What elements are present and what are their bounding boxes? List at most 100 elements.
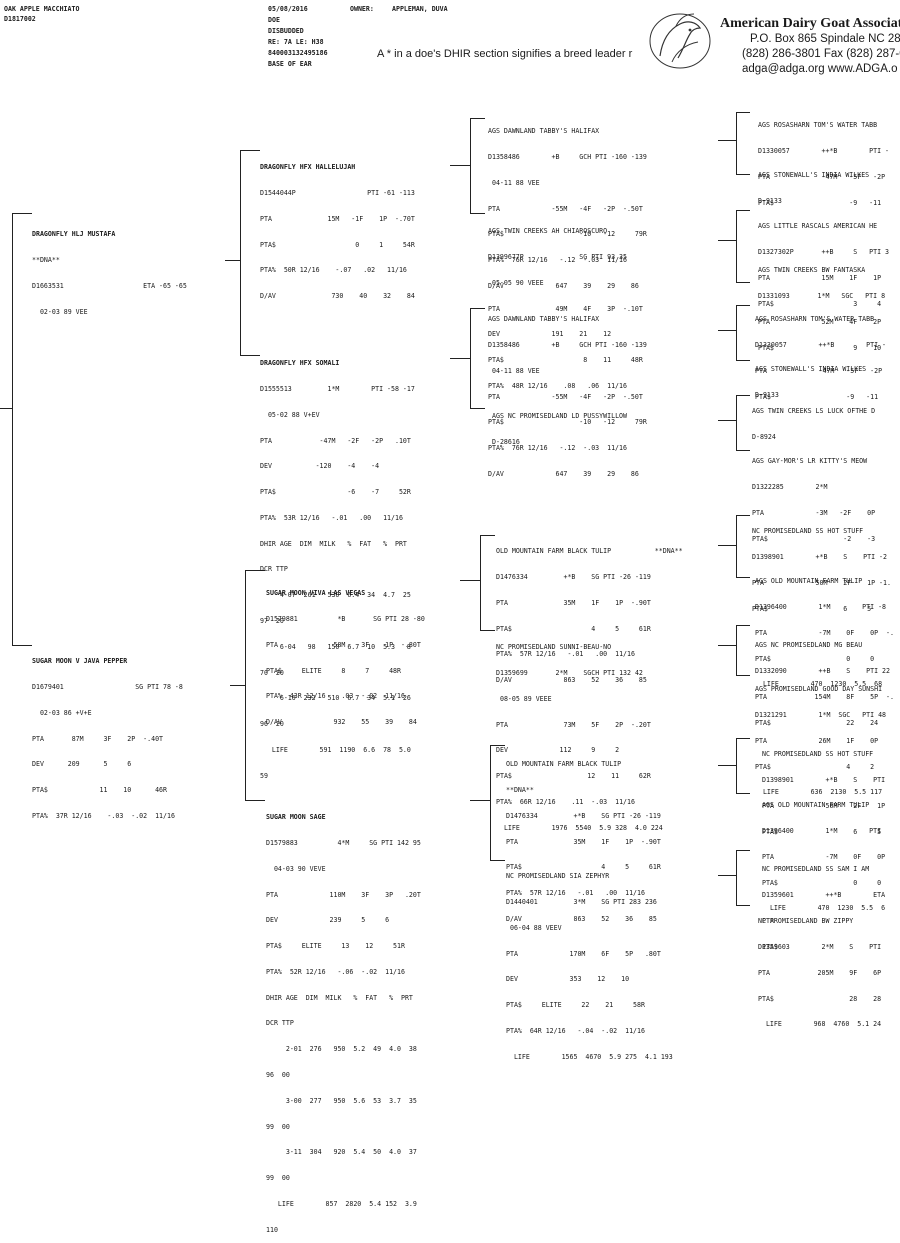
gen3-line: PTA% 64R 12/16 -.04 -.02 11/16 bbox=[506, 1026, 645, 1035]
gen4-block: AGS TWIN CREEKS LS LUCK OFTHE D D-8924 bbox=[752, 390, 875, 450]
dam-dam-line: PTA 110M 3F 3P .20T bbox=[266, 890, 421, 899]
gen3-line: **DNA** bbox=[506, 785, 534, 794]
gen3-line: 08-05 89 VEEE bbox=[496, 694, 552, 703]
gen4-line: D1331093 1*M SGC PTI 8 bbox=[758, 291, 886, 300]
gen3-name: OLD MOUNTAIN FARM BLACK TULIP **DNA** bbox=[496, 547, 683, 556]
gen4-block: AGS ROSASHARN TOM'S WATER TABB D1330057 … bbox=[758, 104, 889, 216]
sire-dam-line: 59 bbox=[260, 771, 268, 780]
gen3-line: D1399677P SG PTI 93 35 bbox=[488, 252, 627, 261]
owner-label: OWNER: bbox=[350, 5, 374, 13]
dam-sire-line: D1579881 *B SG PTI 28 -80 bbox=[266, 614, 425, 623]
gen4-line: PTA$ 28 28 bbox=[758, 994, 882, 1003]
gen3-line: PTA 170M 6F 5P .80T bbox=[506, 949, 661, 958]
gen4-line: D1359601 ++*B ETA bbox=[762, 890, 886, 899]
gen3-line: D1440401 3*M SG PTI 283 236 bbox=[506, 897, 657, 906]
dam-dam-line: 99 00 bbox=[266, 1174, 290, 1183]
sex: DOE bbox=[268, 16, 280, 24]
dam-line: D1679401 SG PTI 78 -8 bbox=[32, 682, 183, 691]
sire-sire-line: D/AV 730 40 32 84 bbox=[260, 292, 415, 301]
dam-sire-block: SUGAR MOON VIVA LAS VEGAS D1579881 *B SG… bbox=[266, 572, 425, 735]
dam-dam-line: 3-00 277 950 5.6 53 3.7 35 bbox=[266, 1096, 417, 1105]
sire-sire-line: D1544044P PTI -61 -113 bbox=[260, 188, 415, 197]
gen4-name: AGS ROSASHARN TOM'S WATER TABB bbox=[758, 121, 878, 130]
association-address: P.O. Box 865 Spindale NC 281 bbox=[750, 33, 900, 45]
gen3-line: 04-11 88 VEE bbox=[488, 366, 540, 375]
gen4-name: AGS PROMISEDLAND GOOD DAY SUNSHI bbox=[755, 685, 883, 694]
gen4-line: LIFE 636 2130 5.5 117 bbox=[755, 788, 883, 797]
gen4-line: PTA -3M -2F 0P bbox=[752, 508, 876, 517]
report-date: 05/08/2016 bbox=[268, 5, 308, 13]
gen3-line: PTA% 76R 12/16 -.12 -.03 11/16 bbox=[488, 256, 627, 265]
gen4-name: AGS STONEWALL'S INDIA WILKES bbox=[758, 171, 870, 180]
gen4-name: AGS ROSASHARN TOM'S WATER TABB bbox=[755, 315, 875, 324]
dam-dam-line: DHIR AGE DIM MILK % FAT % PRT bbox=[266, 993, 413, 1002]
sire-dam-line: DCR TTP bbox=[260, 565, 288, 574]
gen3-line: PTA$ -10 -12 79R bbox=[488, 230, 647, 239]
sire-dam-line: DEV -120 -4 -4 bbox=[260, 462, 380, 471]
dam-dam-name: SUGAR MOON SAGE bbox=[266, 813, 326, 822]
gen4-name: AGS TWIN CREEKS LS LUCK OFTHE D bbox=[752, 407, 876, 416]
gen3-line: D1358486 +B GCH PTI -160 -139 bbox=[488, 340, 647, 349]
sire-dam-line: 97 20 bbox=[260, 617, 284, 625]
gen3-line: DEV 191 21 12 bbox=[488, 330, 612, 339]
gen3-line: PTA$ 8 11 48R bbox=[488, 356, 643, 365]
sire-sire-name: DRAGONFLY HFX HALLELUJAH bbox=[260, 163, 356, 172]
gen3-line: PTA 49M 4F 3P -.10T bbox=[488, 304, 643, 313]
gen4-line: PTA$ 6 5 bbox=[762, 827, 882, 836]
gen3-line: 06-04 88 VEEV bbox=[506, 923, 562, 932]
gen4-line: PTA 26M 1F 0P bbox=[755, 736, 879, 745]
sire-dam-line: 6-04 98 150 6.7 10 5.3 8 bbox=[260, 642, 411, 651]
sire-dam-line: D1555513 1*M PTI -58 -17 bbox=[260, 384, 415, 393]
sire-dam-block: DRAGONFLY HFX SOMALI D1555513 1*M PTI -5… bbox=[260, 342, 415, 789]
gen4-line: D1398901 +*B S PTI -2 bbox=[752, 552, 887, 561]
gen4-line: D1359603 2*M S PTI bbox=[758, 942, 882, 951]
gen4-block: AGS PROMISEDLAND GOOD DAY SUNSHI D132129… bbox=[755, 668, 886, 806]
dam-dam-line: DCR TTP bbox=[266, 1019, 294, 1028]
gen3-line: DEV 112 9 2 bbox=[496, 746, 620, 755]
sire-name: DRAGONFLY HLJ MUSTAFA bbox=[32, 230, 116, 239]
gen4-block: NC PROMISEDLAND SS HOT STUFF D1398901 +*… bbox=[762, 733, 885, 845]
gen4-line: D-8924 bbox=[752, 432, 776, 441]
dam-dam-line: 110 bbox=[266, 1225, 278, 1234]
gen4-line: PTA$ 4 2 bbox=[755, 762, 875, 771]
gen4-block: AGS LITTLE RASCALS AMERICAN HE D1327302P… bbox=[758, 205, 889, 317]
gen4-line: PTA -47M -5F -2P bbox=[758, 172, 886, 181]
gen4-block: AGS STONEWALL'S INDIA WILKES D-9133 bbox=[758, 154, 869, 214]
dam-dam-line: PTA$ ELITE 13 12 51R bbox=[266, 942, 405, 951]
gen4-line: PTA$ 3 4 bbox=[758, 299, 882, 308]
microchip: 840003132495186 bbox=[268, 49, 328, 57]
dam-sire-line: D/AV 932 55 39 84 bbox=[266, 718, 417, 727]
gen4-line: PTA 15M 1F 1P bbox=[758, 273, 882, 282]
gen3-block: NC PROMISEDLAND SUNNI-BEAU-NO D1359699 2… bbox=[496, 626, 663, 841]
gen4-block: NC PROMISEDLAND BW ZIPPY D1359603 2*M S … bbox=[758, 900, 881, 1038]
gen4-line: PTA 50M 2F 1P bbox=[762, 801, 886, 810]
gen3-line: D1476334 +*B SG PTI -26 -119 bbox=[506, 811, 661, 820]
gen4-line: PTA$ -9 -11 bbox=[758, 198, 882, 207]
gen4-block: AGS TWIN CREEKS BW FANTASKA D1331093 1*M… bbox=[758, 249, 885, 361]
gen3-name: AGS TWIN CREEKS AH CHIAROSCURO bbox=[488, 227, 608, 236]
gen3-block: NC PROMISEDLAND SIA ZEPHYR D1440401 3*M … bbox=[506, 855, 673, 1070]
disbudded: DISBUDDED bbox=[268, 27, 304, 35]
gen3-line: LIFE 1565 4670 5.9 275 4.1 193 bbox=[506, 1052, 673, 1061]
gen3-block: AGS DAWNLAND TABBY'S HALIFAX D1358486 +B… bbox=[488, 298, 647, 487]
sire-sire-block: DRAGONFLY HFX HALLELUJAH D1544044P PTI -… bbox=[260, 146, 415, 309]
gen3-line: PTA$ -10 -12 79R bbox=[488, 418, 647, 427]
gen3-line: 04-11 88 VEE bbox=[488, 178, 540, 187]
gen4-line: PTA$ 6 5 bbox=[752, 604, 872, 613]
dam-sire-line: PTA% 43R 12/16 .03 -.02 11/16 bbox=[266, 692, 405, 701]
dam-line: PTA 87M 3F 2P -.40T bbox=[32, 734, 164, 743]
sire-dam-line: LIFE 591 1190 6.6 78 5.0 bbox=[260, 745, 411, 754]
dam-dam-line: 2-01 276 950 5.2 49 4.0 38 bbox=[266, 1045, 417, 1054]
association-block: American Dairy Goat Association P.O. Box… bbox=[720, 16, 900, 77]
animal-name: OAK APPLE MACCHIATO bbox=[4, 5, 80, 13]
gen4-line: D1327302P ++B S PTI 3 bbox=[758, 247, 890, 256]
gen3-line: PTA -55M -4F -2P -.50T bbox=[488, 392, 643, 401]
gen4-line: D1332090 ++B S PTI 22 bbox=[755, 666, 890, 675]
sire-dam-line: DHIR AGE DIM MILK % FAT % PRT bbox=[260, 539, 407, 548]
gen3-line: PTA% 57R 12/16 -.01 .00 11/16 bbox=[506, 889, 645, 898]
sire-line: **DNA** bbox=[32, 255, 60, 264]
gen3-line: LIFE 1976 5540 5.9 328 4.0 224 bbox=[496, 823, 663, 832]
dam-line: DEV 209 5 6 bbox=[32, 760, 132, 769]
gen3-line: D/AV 863 52 36 85 bbox=[496, 676, 647, 685]
owner-name: APPLEMAN, DUVA bbox=[392, 5, 448, 13]
